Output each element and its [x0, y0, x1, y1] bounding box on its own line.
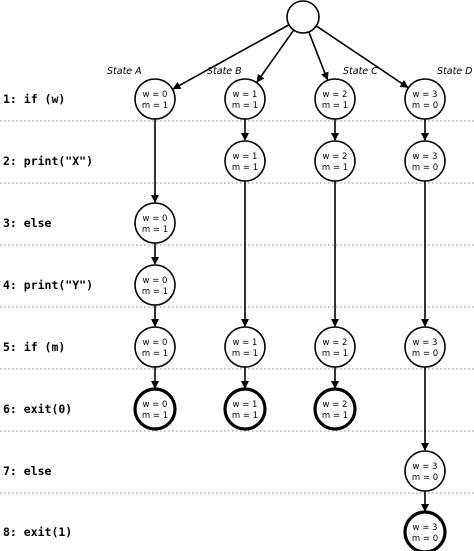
terminal-node-circle [223, 387, 267, 431]
code-line: 7: else [3, 464, 52, 478]
node-w-value: w = 0 [143, 90, 168, 100]
node-w-value: w = 3 [413, 338, 438, 348]
node-circle [134, 326, 176, 368]
node-m-value: m = 1 [322, 163, 348, 173]
node-w-value: w = 0 [143, 338, 168, 348]
node-m-value: m = 1 [232, 411, 258, 421]
state-node: w = 2m = 1 [314, 326, 356, 368]
node-m-value: m = 1 [142, 349, 168, 359]
node-m-value: m = 1 [142, 411, 168, 421]
state-node: w = 0m = 1 [134, 326, 176, 368]
node-m-value: m = 0 [412, 163, 438, 173]
node-w-value: w = 0 [143, 400, 168, 410]
node-circle [134, 264, 176, 306]
state-label: State D [437, 66, 472, 77]
node-circle [314, 140, 356, 182]
code-line: 4: print("Y") [3, 278, 93, 292]
node-circle [404, 140, 446, 182]
node-circle [134, 78, 176, 120]
node-circle [224, 78, 266, 120]
node-w-value: w = 1 [233, 152, 258, 162]
edge-arrow [256, 29, 295, 83]
node-m-value: m = 1 [142, 225, 168, 235]
state-labels: State A State B State C State D [107, 66, 472, 77]
state-node: w = 3m = 0 [404, 140, 446, 182]
state-label: State B [207, 66, 242, 77]
state-node: w = 0m = 1 [134, 264, 176, 306]
node-w-value: w = 3 [413, 90, 438, 100]
state-node: w = 3m = 0 [403, 510, 447, 551]
code-listing: 1: if (w) 2: print("X") 3: else 4: print("Y… [3, 92, 93, 539]
edge-arrow [172, 24, 290, 90]
node-w-value: w = 3 [413, 152, 438, 162]
node-w-value: w = 2 [323, 152, 348, 162]
node-m-value: m = 1 [322, 411, 348, 421]
node-w-value: w = 0 [143, 214, 168, 224]
code-line: 8: exit(1) [3, 525, 72, 539]
state-node: w = 2m = 1 [314, 140, 356, 182]
row-separators [0, 120, 474, 494]
node-circle [314, 78, 356, 120]
code-line: 6: exit(0) [3, 402, 72, 416]
edge-arrow [308, 31, 329, 81]
node-m-value: m = 1 [232, 163, 258, 173]
code-line: 1: if (w) [3, 92, 65, 106]
node-m-value: m = 1 [322, 101, 348, 111]
state-label: State A [107, 66, 142, 77]
node-w-value: w = 1 [233, 90, 258, 100]
edge-arrow [315, 25, 409, 88]
node-m-value: m = 0 [412, 473, 438, 483]
node-w-value: w = 3 [413, 523, 438, 533]
root-node [286, 0, 320, 34]
state-node: w = 2m = 1 [314, 78, 356, 120]
state-nodes: w = 0m = 1w = 0m = 1w = 0m = 1w = 0m = 1… [133, 78, 447, 551]
state-node: w = 3m = 0 [404, 326, 446, 368]
node-m-value: m = 1 [232, 101, 258, 111]
node-m-value: m = 0 [412, 349, 438, 359]
state-node: w = 0m = 1 [133, 387, 177, 431]
node-w-value: w = 1 [233, 400, 258, 410]
code-line: 2: print("X") [3, 154, 93, 168]
node-circle [404, 78, 446, 120]
state-node: w = 0m = 1 [134, 78, 176, 120]
state-node: w = 3m = 0 [404, 450, 446, 492]
state-node: w = 1m = 1 [224, 326, 266, 368]
node-circle [224, 326, 266, 368]
node-circle [314, 326, 356, 368]
node-m-value: m = 1 [142, 101, 168, 111]
node-circle [404, 326, 446, 368]
root-node-circle [286, 0, 320, 34]
state-node: w = 2m = 1 [313, 387, 357, 431]
node-circle [404, 450, 446, 492]
state-node: w = 0m = 1 [134, 202, 176, 244]
state-node: w = 3m = 0 [404, 78, 446, 120]
state-label: State C [343, 66, 378, 77]
code-line: 3: else [3, 216, 52, 230]
terminal-node-circle [313, 387, 357, 431]
edges [151, 24, 429, 512]
node-circle [224, 140, 266, 182]
state-node: w = 1m = 1 [224, 78, 266, 120]
node-w-value: w = 2 [323, 90, 348, 100]
node-w-value: w = 1 [233, 338, 258, 348]
node-w-value: w = 2 [323, 338, 348, 348]
node-m-value: m = 1 [322, 349, 348, 359]
node-w-value: w = 2 [323, 400, 348, 410]
node-m-value: m = 1 [142, 287, 168, 297]
node-m-value: m = 0 [412, 101, 438, 111]
state-node: w = 1m = 1 [223, 387, 267, 431]
node-w-value: w = 3 [413, 462, 438, 472]
node-circle [134, 202, 176, 244]
terminal-node-circle [403, 510, 447, 551]
terminal-node-circle [133, 387, 177, 431]
node-m-value: m = 0 [412, 534, 438, 544]
state-node: w = 1m = 1 [224, 140, 266, 182]
code-line: 5: if (m) [3, 340, 65, 354]
node-m-value: m = 1 [232, 349, 258, 359]
node-w-value: w = 0 [143, 276, 168, 286]
